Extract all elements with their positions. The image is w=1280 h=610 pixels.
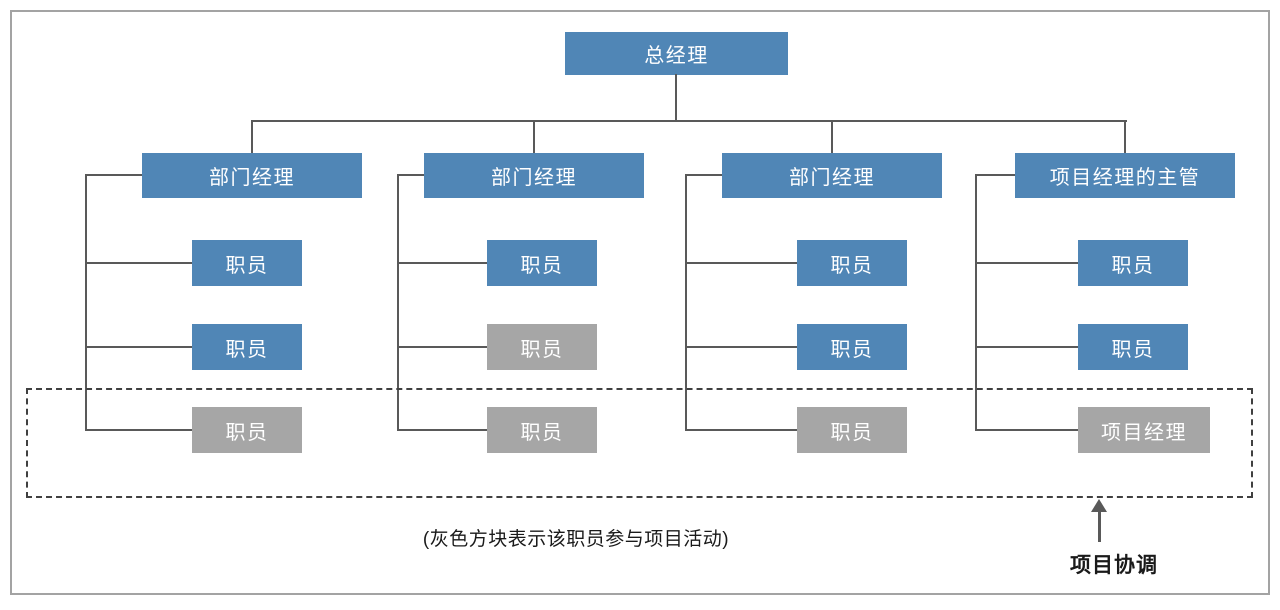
connector-stub	[397, 429, 487, 431]
legend-note: (灰色方块表示该职员参与项目活动)	[422, 529, 730, 550]
connector-stub	[685, 346, 797, 348]
connector-drop-col1	[251, 120, 253, 155]
connector-drop-col4	[1124, 120, 1126, 155]
connector-stub	[85, 429, 192, 431]
connector-manager-stub-col2	[397, 174, 424, 176]
up-arrow-icon	[1091, 499, 1107, 512]
connector-stub	[685, 429, 797, 431]
connector-stub	[397, 262, 487, 264]
node-staff: 职员	[192, 407, 302, 453]
connector-stub	[975, 429, 1078, 431]
node-staff: 职员	[487, 407, 597, 453]
connector-stub	[85, 262, 192, 264]
node-staff: 职员	[192, 240, 302, 286]
connector-stub	[975, 262, 1078, 264]
connector-manager-stub-col1	[85, 174, 142, 176]
node-staff: 职员	[192, 324, 302, 370]
project-activity-region	[26, 388, 1253, 498]
connector-rail-col1	[85, 174, 87, 431]
connector-rail-col2	[397, 174, 399, 431]
up-arrow-shaft	[1098, 511, 1101, 542]
connector-stub	[397, 346, 487, 348]
node-manager-1: 部门经理	[142, 153, 362, 198]
connector-bus	[251, 120, 1127, 122]
connector-rail-col3	[685, 174, 687, 431]
node-staff: 职员	[797, 240, 907, 286]
connector-stub	[975, 346, 1078, 348]
diagram-border	[10, 10, 1270, 595]
node-project-manager: 项目经理	[1078, 407, 1210, 453]
project-coordination-label: 项目协调	[1070, 554, 1158, 577]
node-manager-2: 部门经理	[424, 153, 644, 198]
node-staff: 职员	[487, 240, 597, 286]
connector-drop-col2	[533, 120, 535, 155]
node-general-manager: 总经理	[565, 32, 788, 75]
node-staff: 职员	[1078, 324, 1188, 370]
node-staff: 职员	[487, 324, 597, 370]
connector-top-drop	[675, 74, 677, 121]
connector-drop-col3	[831, 120, 833, 155]
connector-stub	[685, 262, 797, 264]
connector-manager-stub-col4	[975, 174, 1015, 176]
node-staff: 职员	[797, 407, 907, 453]
connector-stub	[85, 346, 192, 348]
node-project-manager-supervisor: 项目经理的主管	[1015, 153, 1235, 198]
node-staff: 职员	[1078, 240, 1188, 286]
node-manager-3: 部门经理	[722, 153, 942, 198]
node-staff: 职员	[797, 324, 907, 370]
connector-manager-stub-col3	[685, 174, 722, 176]
connector-rail-col4	[975, 174, 977, 431]
